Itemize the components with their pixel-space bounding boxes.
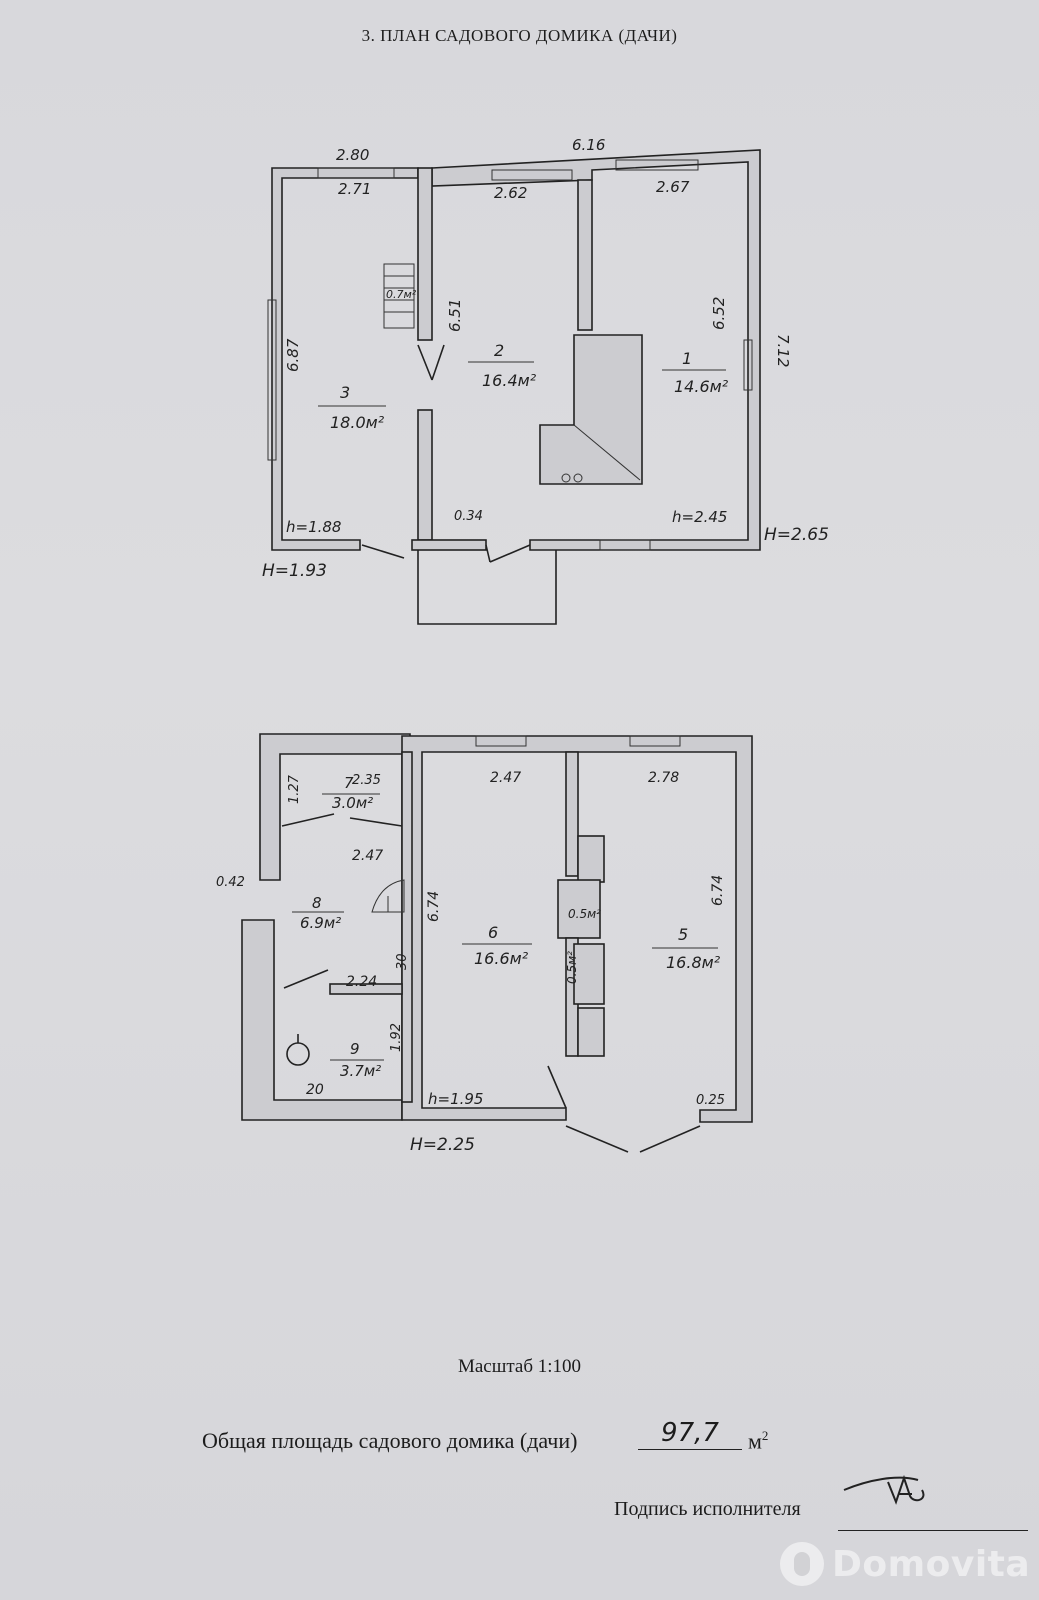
- partition-2-1: [577, 179, 593, 331]
- dim-label: 6.74: [426, 891, 442, 922]
- floor1-top-right-wall: [431, 149, 761, 551]
- ceiling-height: h=1.88: [286, 518, 341, 536]
- room-number: 2: [494, 341, 504, 360]
- signature-line: [838, 1530, 1028, 1531]
- stove-part-c: [573, 943, 605, 1005]
- room-number: 8: [312, 894, 322, 912]
- stove: [539, 334, 643, 485]
- building-height: H=2.25: [410, 1135, 475, 1155]
- room-area: 6.9м²: [300, 914, 341, 932]
- room-area: 18.0м²: [330, 413, 385, 432]
- window-top-left: [317, 167, 395, 179]
- floor1-door-wall: [411, 539, 487, 551]
- window-left: [267, 299, 277, 461]
- room-area: 3.7м²: [340, 1062, 381, 1080]
- scale-label: Масштаб 1:100: [457, 1356, 582, 1377]
- window-f2-b: [629, 735, 681, 747]
- boiler-icon: [286, 1042, 310, 1066]
- building-height: H=1.93: [262, 561, 327, 581]
- dim-label: 7.12: [774, 334, 792, 367]
- ceiling-height: h=1.95: [428, 1090, 483, 1108]
- partition-3-2-upper: [417, 167, 433, 341]
- dim-label: 0.34: [454, 509, 483, 524]
- room-number: 7: [344, 774, 354, 792]
- building-height: H=2.65: [764, 525, 829, 545]
- total-area-value: 97,7: [638, 1418, 742, 1450]
- partition-9-top: [329, 983, 403, 995]
- porch: [417, 550, 557, 625]
- dim-label: 1.92: [389, 1023, 404, 1052]
- dim-label: 2.80: [336, 146, 369, 164]
- window-right: [743, 339, 753, 391]
- dim-label: 30: [395, 953, 410, 970]
- floor2-left-wing-wall: [259, 733, 411, 881]
- stove-part-d: [577, 1007, 605, 1057]
- floor-1-plan: 2.80 6.16 2.71 2.62 2.67 6.87 6.51 6.52 …: [262, 136, 829, 625]
- plan-title: 3. ПЛАН САДОВОГО ДОМИКА (ДАЧИ): [361, 26, 678, 45]
- ceiling-height: h=2.45: [672, 508, 727, 526]
- dim-label: 2.62: [494, 184, 527, 202]
- dim-label: 6.52: [710, 297, 728, 330]
- small-staircase: [371, 879, 405, 913]
- dim-label: 6.51: [446, 299, 464, 332]
- stove-part-b: [557, 879, 601, 939]
- floor2-main-wall: [401, 735, 753, 1123]
- room-area: 14.6м²: [674, 377, 729, 396]
- window-top-mid: [491, 169, 573, 181]
- window-bottom: [599, 539, 651, 551]
- stove-part-a: [577, 835, 605, 883]
- domovita-watermark: Domovita: [780, 1540, 1030, 1588]
- room-number: 1: [682, 349, 692, 368]
- dim-label: 2.47: [490, 770, 521, 786]
- room-area: 16.8м²: [666, 953, 721, 972]
- dim-label: 0.7м²: [386, 288, 417, 301]
- signature-label: Подпись исполнителя: [614, 1498, 801, 1520]
- dim-label: 6.16: [572, 136, 605, 154]
- total-area-unit: м2: [748, 1428, 769, 1454]
- floor-2-plan: 2.35 1.27 2.47 0.42 30 2.24 1.92 20 2.47…: [216, 733, 753, 1155]
- room-number: 5: [678, 925, 688, 944]
- room-area: 16.4м²: [482, 371, 537, 390]
- dim-label: 6.87: [284, 338, 302, 372]
- dim-label: 2.67: [656, 178, 690, 196]
- dim-label: 2.47: [352, 848, 383, 864]
- room-number: 3: [340, 383, 350, 402]
- domovita-logo-icon: [780, 1542, 824, 1586]
- dim-label: 0.42: [216, 875, 245, 890]
- dim-label: 2.24: [346, 974, 377, 990]
- window-f2-a: [475, 735, 527, 747]
- watermark-text: Domovita: [832, 1543, 1031, 1585]
- partition-3-2-lower: [417, 409, 433, 541]
- signature-image: [843, 1474, 925, 1505]
- dim-label: 2.78: [648, 770, 679, 786]
- partition-8-6: [401, 751, 413, 1103]
- room-area: 3.0м²: [332, 794, 373, 812]
- dim-label: 0.5м²: [565, 951, 579, 984]
- staircase: [383, 263, 415, 329]
- partition-6-5: [565, 751, 579, 877]
- dim-label: 6.74: [710, 875, 726, 906]
- room-area: 16.6м²: [474, 949, 529, 968]
- dim-label: 2.35: [352, 773, 381, 788]
- dim-label: 20: [306, 1082, 324, 1098]
- dim-label: 0.5м²: [568, 907, 601, 921]
- total-area-label: Общая площадь садового домика (дачи): [202, 1428, 578, 1453]
- window-top-right: [615, 159, 699, 171]
- dim-label: 0.25: [696, 1093, 725, 1108]
- room-number: 6: [488, 923, 498, 942]
- room-number: 9: [350, 1040, 360, 1058]
- dim-label: 2.71: [338, 180, 371, 198]
- floor-plans-drawing: 2.80 6.16 2.71 2.62 2.67 6.87 6.51 6.52 …: [216, 136, 829, 1155]
- dim-label: 1.27: [287, 774, 302, 804]
